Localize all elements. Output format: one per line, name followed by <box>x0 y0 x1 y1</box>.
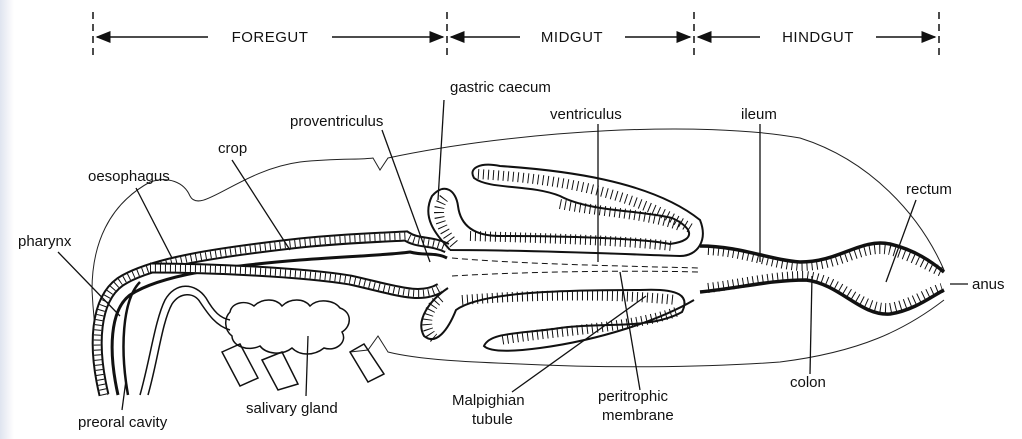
hindgut-lower-ticks <box>708 276 942 308</box>
label-malpighian-tubule-2: tubule <box>472 411 513 428</box>
gut-tube <box>97 165 944 395</box>
structure-labels: gastric caecum proventriculus ventriculu… <box>18 79 1005 431</box>
salivary-reservoir-1 <box>222 344 258 386</box>
salivary-reservoir-2 <box>262 352 298 390</box>
label-pharynx: pharynx <box>18 233 72 250</box>
label-colon: colon <box>790 374 826 391</box>
label-anus: anus <box>972 276 1005 293</box>
salivary-reservoir-3 <box>350 344 384 382</box>
label-salivary-gland: salivary gland <box>246 400 338 417</box>
midgut-lower-loop-ticks <box>427 296 676 341</box>
label-gastric-caecum: gastric caecum <box>450 79 551 96</box>
leader-gastric-caecum <box>438 100 444 200</box>
leader-rectum <box>886 200 916 282</box>
foregut-label: FOREGUT <box>232 29 309 46</box>
hindgut-lower-wall <box>700 280 944 314</box>
label-malpighian-tubule-1: Malpighian <box>452 392 525 409</box>
label-oesophagus: oesophagus <box>88 168 170 185</box>
leader-salivary-gland <box>306 336 308 396</box>
hindgut-upper-wall <box>700 243 944 272</box>
salivary-lobes <box>226 300 350 354</box>
foregut-upper-wall <box>97 236 447 395</box>
label-peritrophic-membrane-2: membrane <box>602 407 674 424</box>
leader-oesophagus <box>136 188 172 258</box>
peritrophic-membrane <box>452 258 700 276</box>
foregut-floor-band <box>150 268 440 293</box>
gastric-caecum-ticks <box>439 174 690 246</box>
leader-colon <box>810 276 812 374</box>
foregut-upper-wall-band <box>97 236 447 395</box>
midgut-label: MIDGUT <box>541 29 603 46</box>
label-proventriculus: proventriculus <box>290 113 383 130</box>
foregut-upper-wall-ticks <box>97 236 447 395</box>
body-outline-bottom <box>350 300 944 367</box>
salivary-gland-shape <box>140 286 384 395</box>
label-crop: crop <box>218 140 247 157</box>
salivary-duct-2 <box>148 295 230 395</box>
label-ileum: ileum <box>741 106 777 123</box>
label-preoral-cavity: preoral cavity <box>78 414 168 431</box>
salivary-duct <box>140 286 230 395</box>
leader-crop <box>232 160 290 250</box>
label-ventriculus: ventriculus <box>550 106 622 123</box>
hindgut-label: HINDGUT <box>782 29 854 46</box>
label-rectum: rectum <box>906 181 952 198</box>
label-peritrophic-membrane-1: peritrophic <box>598 388 669 405</box>
leader-preoral-cavity <box>122 380 126 410</box>
